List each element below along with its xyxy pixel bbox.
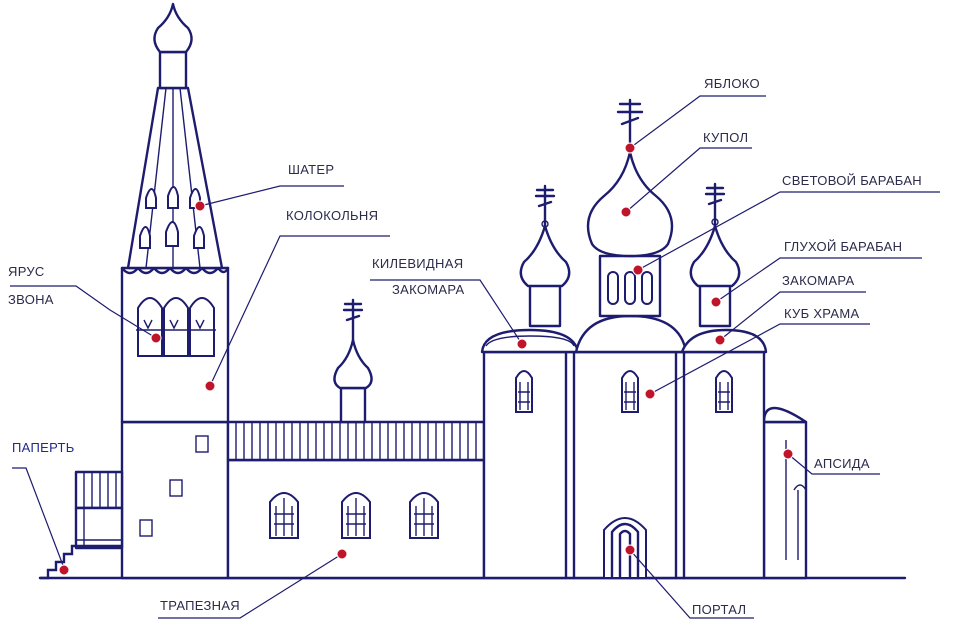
refectory	[226, 298, 486, 580]
label-kilevidnaya-line2: ЗАКОМАРА	[392, 282, 464, 297]
marker-yabloko	[624, 142, 636, 154]
bell-tower	[120, 2, 230, 580]
label-glukhoy-baraban: ГЛУХОЙ БАРАБАН	[784, 239, 902, 254]
label-yabloko: ЯБЛОКО	[704, 76, 760, 91]
marker-yarus-zvona	[150, 332, 162, 344]
label-yarus-zvona-line2: ЗВОНА	[8, 292, 54, 307]
label-kolokolnya: КОЛОКОЛЬНЯ	[286, 208, 378, 223]
label-kub-khrama: КУБ ХРАМА	[784, 306, 859, 321]
marker-zakomara	[714, 334, 726, 346]
label-portal: ПОРТАЛ	[692, 602, 746, 617]
marker-shater	[194, 200, 206, 212]
label-kupol: КУПОЛ	[703, 130, 748, 145]
marker-kupol	[620, 206, 632, 218]
label-apsida: АПСИДА	[814, 456, 870, 471]
label-kilevidnaya-line1: КИЛЕВИДНАЯ	[372, 256, 463, 271]
label-zakomara: ЗАКОМАРА	[782, 273, 854, 288]
label-svetovoy-baraban: СВЕТОВОЙ БАРАБАН	[782, 173, 922, 188]
label-trapeznaya: ТРАПЕЗНАЯ	[160, 598, 240, 613]
label-shater: ШАТЕР	[288, 162, 334, 177]
markers	[58, 142, 794, 576]
marker-kolokolnya	[204, 380, 216, 392]
marker-paperth	[58, 564, 70, 576]
marker-portal	[624, 544, 636, 556]
marker-apsida	[782, 448, 794, 460]
porch	[38, 470, 124, 580]
label-paperth: ПАПЕРТЬ	[12, 440, 75, 455]
marker-kub-khrama	[644, 388, 656, 400]
main-church	[480, 98, 808, 580]
leader-lines	[10, 95, 940, 619]
labels: ЯБЛОКО КУПОЛ СВЕТОВОЙ БАРАБАН ГЛУХОЙ БАР…	[8, 76, 922, 617]
marker-svetovoy-baraban	[632, 264, 644, 276]
marker-kilevidnaya-zakomara	[516, 338, 528, 350]
marker-trapeznaya	[336, 548, 348, 560]
marker-glukhoy-baraban	[710, 296, 722, 308]
label-yarus-zvona-line1: ЯРУС	[8, 264, 45, 279]
